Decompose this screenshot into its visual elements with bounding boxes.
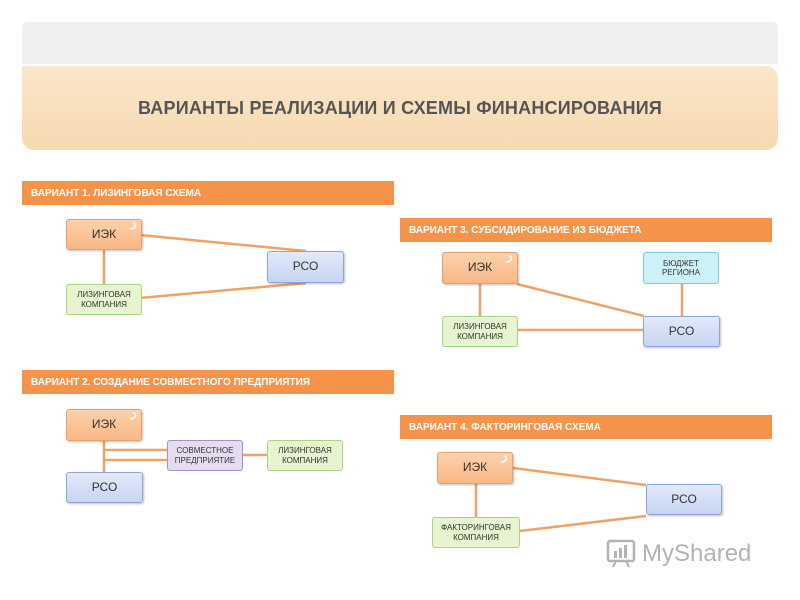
v3-leasing-box: ЛИЗИНГОВАЯ КОМПАНИЯ <box>442 316 518 347</box>
v3-rso-box: РСО <box>643 316 720 347</box>
section-v2-header: ВАРИАНТ 2. СОЗДАНИЕ СОВМЕСТНОГО ПРЕДПРИЯ… <box>22 370 394 394</box>
section-v4-header: ВАРИАНТ 4. ФАКТОРИНГОВАЯ СХЕМА <box>400 415 772 439</box>
page-title: ВАРИАНТЫ РЕАЛИЗАЦИИ И СХЕМЫ ФИНАНСИРОВАН… <box>137 97 663 118</box>
v4-factoring-rso-line <box>519 514 647 533</box>
v4-rso-box: РСО <box>646 484 722 515</box>
v3-budget-box: БЮДЖЕТ РЕГИОНА <box>643 252 719 284</box>
v1-rso-box: РСО <box>267 251 344 283</box>
swirl-icon <box>129 222 137 230</box>
v3-iek-label: ИЭК <box>467 260 493 275</box>
v2-rso-label: РСО <box>91 479 118 494</box>
v1-leasing-box: ЛИЗИНГОВАЯ КОМПАНИЯ <box>66 284 142 315</box>
v2-leasing-label: ЛИЗИНГОВАЯ КОМПАНИЯ <box>278 446 332 465</box>
v2-joint-label: СОВМЕСТНОЕ ПРЕДПРИЯТИЕ <box>174 446 236 465</box>
v3-iek-box: ИЭК <box>442 252 518 284</box>
v3-budget-label: БЮДЖЕТ РЕГИОНА <box>661 258 701 277</box>
section-v1-header: ВАРИАНТ 1. ЛИЗИНГОВАЯ СХЕМА <box>22 181 394 205</box>
v3-leasing-label: ЛИЗИНГОВАЯ КОМПАНИЯ <box>453 322 507 341</box>
v1-leasing-rso-line <box>139 281 307 300</box>
swirl-icon <box>129 412 137 420</box>
v3-rso-label: РСО <box>668 323 695 338</box>
myshared-logo: MyShared <box>606 536 766 572</box>
v4-iek-box: ИЭК <box>437 452 513 484</box>
v1-leasing-label: ЛИЗИНГОВАЯ КОМПАНИЯ <box>77 290 131 309</box>
v1-rso-label: РСО <box>292 259 319 274</box>
v4-factoring-label: ФАКТОРИНГОВАЯ КОМПАНИЯ <box>441 523 511 542</box>
v3-iek-rso-line <box>516 282 645 318</box>
logo-text: MyShared <box>642 540 752 567</box>
v1-iek-rso-line <box>139 233 307 253</box>
top-bar <box>22 22 778 64</box>
v2-leasing-box: ЛИЗИНГОВАЯ КОМПАНИЯ <box>267 440 343 471</box>
bar-chart-icon <box>606 539 636 568</box>
v2-rso-box: РСО <box>66 472 143 503</box>
swirl-icon <box>505 255 513 263</box>
swirl-icon <box>500 455 508 463</box>
v4-factoring-box: ФАКТОРИНГОВАЯ КОМПАНИЯ <box>432 517 520 548</box>
v2-joint-box: СОВМЕСТНОЕ ПРЕДПРИЯТИЕ <box>167 440 243 471</box>
v2-iek-label: ИЭК <box>91 417 117 432</box>
v4-rso-label: РСО <box>671 491 697 506</box>
v2-iek-box: ИЭК <box>66 409 142 441</box>
v1-iek-label: ИЭК <box>91 226 117 241</box>
section-v3-header: ВАРИАНТ 3. СУБСИДИРОВАНИЕ ИЗ БЮДЖЕТА <box>400 218 772 242</box>
title-banner: ВАРИАНТЫ РЕАЛИЗАЦИИ И СХЕМЫ ФИНАНСИРОВАН… <box>22 66 778 150</box>
v1-iek-box: ИЭК <box>66 219 142 250</box>
v4-iek-rso-line <box>512 466 647 487</box>
v4-iek-label: ИЭК <box>462 460 488 475</box>
